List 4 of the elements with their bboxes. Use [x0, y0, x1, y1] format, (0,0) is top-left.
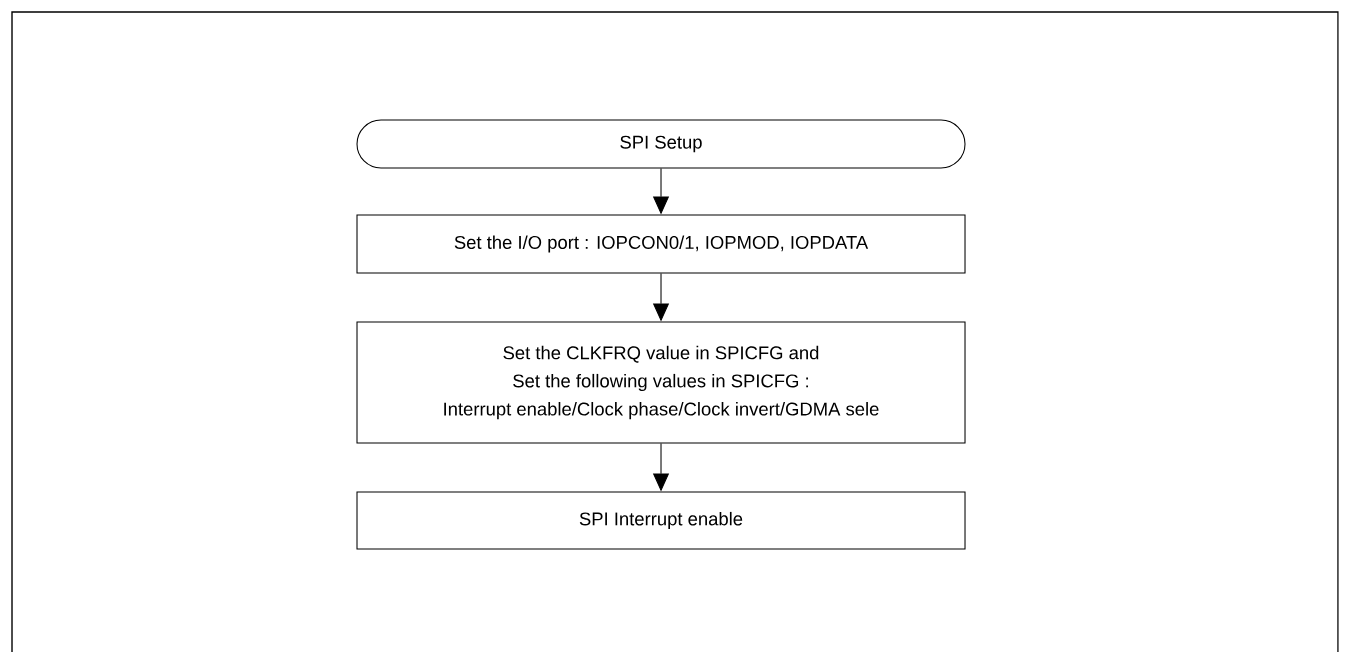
process-box: SPI Interrupt enable: [356, 491, 966, 550]
start-terminal: SPI Setup: [356, 119, 966, 169]
process-box: Set the CLKFRQ value in SPICFG and Set the following values in SPICFG : Interrupt enable/Clock phase/Clock invert/GDMA sele: [356, 321, 966, 444]
process-box: Set the I/O port : IOPCON0/1, IOPMOD, IOPDATA: [356, 214, 966, 274]
